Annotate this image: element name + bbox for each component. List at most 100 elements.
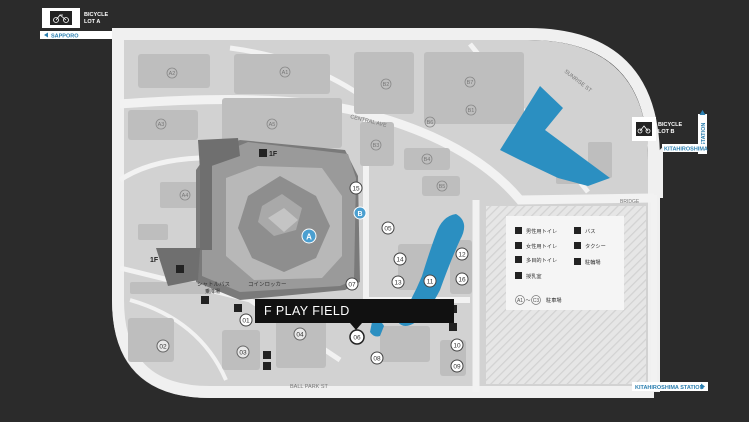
- pond-large: [500, 86, 610, 186]
- bicycle-lot-b[interactable]: BICYCLE LOT B: [632, 117, 682, 141]
- spot-06: 06: [349, 329, 365, 345]
- legend-range-from: A1: [517, 298, 523, 304]
- restroom-icon: [176, 265, 184, 273]
- zone-a-marker[interactable]: [301, 228, 317, 244]
- svg-text:04: 04: [296, 332, 304, 339]
- kitahiroshima-station-vertical-label: STATION: [701, 123, 707, 146]
- shuttle-bus-label: シャトルバス: [197, 281, 230, 288]
- spot-10: 10: [450, 338, 464, 352]
- bicycle-lot-b-line1: BICYCLE: [658, 122, 682, 128]
- spot-01: 01: [239, 313, 253, 327]
- svg-text:10: 10: [453, 343, 461, 350]
- spot-14: 14: [393, 252, 407, 266]
- sapporo-label: SAPPORO: [51, 34, 79, 40]
- svg-text:B7: B7: [467, 80, 474, 86]
- restroom-icon: [259, 149, 267, 157]
- legend-bicycle-parking: 駐輪場: [585, 258, 601, 266]
- spot-08: 08: [370, 351, 384, 365]
- mens-restroom-icon: [515, 227, 522, 234]
- svg-text:〜: 〜: [525, 298, 530, 304]
- restroom-icon: [263, 351, 271, 359]
- restroom-icon: [515, 272, 522, 279]
- area-labels: A2 A1 B2 B7 A5 A3 B3 B6 B4 B5 A4 B1: [155, 66, 477, 201]
- ball-park-st-road: [112, 40, 654, 398]
- legend-bus: バス: [585, 228, 595, 235]
- legend-mens-restroom: 男性用トイレ: [526, 227, 557, 235]
- bus-icon: [574, 227, 581, 234]
- spot-16: 16: [455, 272, 469, 286]
- bicycle-lot-a-line1: BICYCLE: [84, 12, 108, 18]
- multipurpose-restroom-icon: [515, 256, 522, 263]
- restroom-icon: [263, 362, 271, 370]
- svg-text:A2: A2: [169, 71, 176, 77]
- legend-taxi: タクシー: [585, 242, 606, 250]
- bicycle-lot-a-line2: LOT A: [84, 19, 100, 25]
- pond-small: [370, 320, 384, 337]
- kitahiroshima-station-label: KITAHIROSHIMA STATION: [635, 385, 704, 391]
- restroom-icon: [201, 296, 209, 304]
- bicycle-lot-b-line2: LOT B: [658, 129, 675, 135]
- svg-text:07: 07: [348, 282, 356, 289]
- svg-text:B4: B4: [424, 157, 431, 163]
- svg-text:13: 13: [394, 280, 402, 287]
- spot-03: 03: [236, 345, 250, 359]
- svg-text:B6: B6: [427, 120, 434, 126]
- svg-text:A5: A5: [269, 122, 276, 128]
- svg-text:08: 08: [373, 356, 381, 363]
- spot-04: 04: [293, 327, 307, 341]
- legend-nursing-room: 授乳室: [526, 272, 542, 280]
- womens-restroom-icon: [515, 242, 522, 249]
- legend-womens-restroom: 女性用トイレ: [526, 242, 557, 250]
- svg-text:09: 09: [453, 364, 461, 371]
- svg-text:05: 05: [384, 226, 392, 233]
- legend-panel: 男性用トイレ バス 女性用トイレ タクシー 多目的トイレ 駐輪場 授乳室 A1 …: [506, 216, 624, 310]
- bridge-label: BRIDGE: [620, 199, 640, 205]
- tooltip-pointer: [350, 323, 362, 330]
- parking-icon: [574, 258, 581, 265]
- floor-1f-label: 1F: [269, 151, 278, 158]
- svg-text:02: 02: [159, 344, 167, 351]
- svg-text:15: 15: [352, 186, 360, 193]
- floor-1f-label: 1F: [150, 257, 159, 264]
- restroom-icon: [234, 304, 242, 312]
- zone-a-label: A: [306, 233, 312, 242]
- restroom-icon: [449, 323, 457, 331]
- zone-b-label: B: [357, 211, 362, 218]
- spot-05: 05: [381, 221, 395, 235]
- bicycle-lot-a[interactable]: BICYCLE LOT A: [42, 8, 108, 28]
- legend-range-to: C3: [533, 298, 540, 304]
- svg-text:01: 01: [242, 318, 250, 325]
- svg-text:A1: A1: [282, 70, 289, 76]
- sapporo-direction-sign: SAPPORO: [40, 31, 112, 40]
- svg-text:14: 14: [396, 257, 404, 264]
- shuttle-bus-stop-label: 乗降場: [205, 288, 220, 295]
- ball-park-st-label: BALL PARK ST: [290, 384, 329, 390]
- svg-text:11: 11: [427, 279, 434, 286]
- svg-text:B2: B2: [383, 82, 390, 88]
- f-play-field-tooltip[interactable]: F PLAY FIELD: [255, 299, 454, 323]
- zone-b-marker[interactable]: [353, 206, 367, 220]
- svg-text:B3: B3: [373, 143, 380, 149]
- kitahiroshima-station-bottom-sign: KITAHIROSHIMA STATION: [632, 382, 708, 391]
- stadium: [156, 138, 360, 300]
- pond-river: [398, 214, 465, 326]
- kitahiroshima-label: KITAHIROSHIMA: [664, 147, 708, 153]
- kitahiroshima-station-direction-sign: STATION: [698, 110, 707, 154]
- svg-text:16: 16: [458, 277, 466, 284]
- svg-text:06: 06: [353, 335, 361, 342]
- svg-text:A3: A3: [158, 122, 165, 128]
- spot-09: 09: [450, 359, 464, 373]
- kitahiroshima-sign: KITAHIROSHIMA: [662, 144, 708, 153]
- legend-multipurpose-restroom: 多目的トイレ: [526, 256, 557, 264]
- svg-text:B1: B1: [468, 108, 475, 114]
- legend-range-label: 駐車場: [546, 296, 562, 304]
- svg-text:A4: A4: [182, 193, 189, 199]
- taxi-icon: [574, 242, 581, 249]
- spot-13: 13: [391, 275, 405, 289]
- coin-locker-label: コインロッカー: [248, 281, 287, 288]
- svg-text:12: 12: [458, 252, 466, 259]
- road-to-station: [651, 146, 663, 198]
- spot-07: 07: [345, 277, 359, 291]
